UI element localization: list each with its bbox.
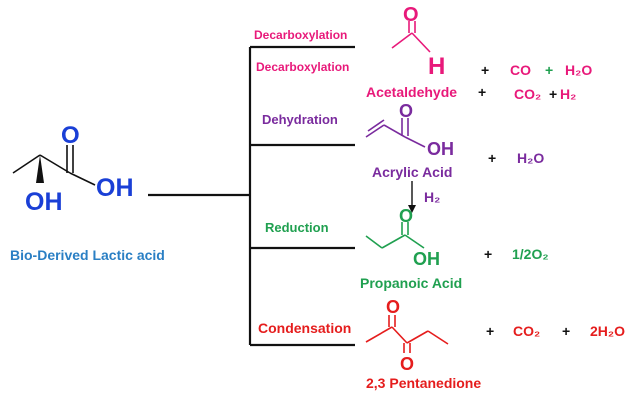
lactic-wedge-bond [36,155,44,183]
acetaldehyde-bond-a [391,32,413,49]
route-label-condensation: Condensation [258,320,351,336]
lactic-acid-structure: O OH OH Bio-Derived Lactic acid [10,122,165,263]
route-label-reduction: Reduction [265,220,329,235]
propanoic-o-atom: O [399,206,413,226]
plus-decarboxylation-1: + [478,84,486,100]
acrylic-acid-bond [404,136,426,148]
pentanedione-bond-c [406,330,429,344]
plus-decarbonylation-2: + [545,62,553,78]
route-label-decarbonylation: Decarboxylation [254,28,347,42]
lactic-bond-backbone [39,154,71,174]
pentanedione-o-atom-bottom: O [400,354,414,374]
plus-decarboxylation-2: + [549,86,557,102]
branch-condensation: Condensation O O 2,3 Pentanedione + CO₂ … [258,297,625,391]
pentanedione-bond-d [427,330,449,345]
hydrogenation-arrow-head [408,205,416,213]
byproduct-co2-condensation: CO₂ [513,323,540,339]
pentanedione-bond-b [391,326,408,344]
branch-decarboxylation: Decarboxylation + CO₂ + H₂ [256,60,576,102]
byproduct-2h2o: 2H₂O [590,323,625,339]
acetaldehyde-bond-b [411,32,431,53]
acrylic-vinyl-bond-b [367,119,385,132]
byproduct-h2: H₂ [560,86,576,102]
plus-decarbonylation-1: + [481,62,489,78]
byproduct-h2o-decarbonylation: H₂O [565,62,592,78]
branch-tree [148,45,355,347]
lactic-o-atom: O [61,122,80,149]
plus-condensation-1: + [486,323,494,339]
byproduct-co: CO [510,62,531,78]
acetaldehyde-h-atom: H [428,53,445,80]
propanoic-oh-atom: OH [413,249,440,269]
pentanedione-bond-a [365,326,393,343]
plus-dehydration: + [488,150,496,166]
acetaldehyde-o-atom: O [403,4,419,26]
lactic-bond-methyl [12,154,41,174]
branch-reduction: Reduction O OH Propanoic Acid + 1/2O₂ [265,206,549,291]
byproduct-h2o-dehydration: H₂O [517,150,544,166]
route-label-decarboxylation: Decarboxylation [256,60,349,74]
product-label-pentanedione: 2,3 Pentanedione [366,375,481,391]
lactic-oh-lower-atom: OH [25,188,63,216]
reagent-h2: H₂ [424,189,440,205]
byproduct-co2-decarboxylation: CO₂ [514,86,541,102]
acrylic-o-atom: O [399,101,413,121]
lactic-oh-atom: OH [96,174,134,202]
lactic-acid-bond [69,172,96,186]
lactic-acid-label: Bio-Derived Lactic acid [10,247,165,263]
byproduct-half-o2: 1/2O₂ [512,246,549,262]
branch-dehydration: Dehydration O OH Acrylic Acid + H₂O H₂ [262,101,544,213]
product-label-acrylic-acid: Acrylic Acid [372,164,452,180]
pentanedione-o-atom-top: O [386,297,400,317]
propanoic-bond-b [381,234,406,249]
acrylic-oh-atom: OH [427,139,454,159]
propanoic-acid-bond [404,234,425,249]
propanoic-bond-a [365,235,383,249]
branch-decarbonylation: Decarboxylation O H Acetaldehyde + CO + … [254,4,592,100]
product-label-propanoic-acid: Propanoic Acid [360,275,462,291]
acrylic-vinyl-bond-a [365,124,385,138]
plus-condensation-2: + [562,323,570,339]
route-label-dehydration: Dehydration [262,112,338,127]
product-label-acetaldehyde: Acetaldehyde [366,84,457,100]
plus-reduction: + [484,246,492,262]
